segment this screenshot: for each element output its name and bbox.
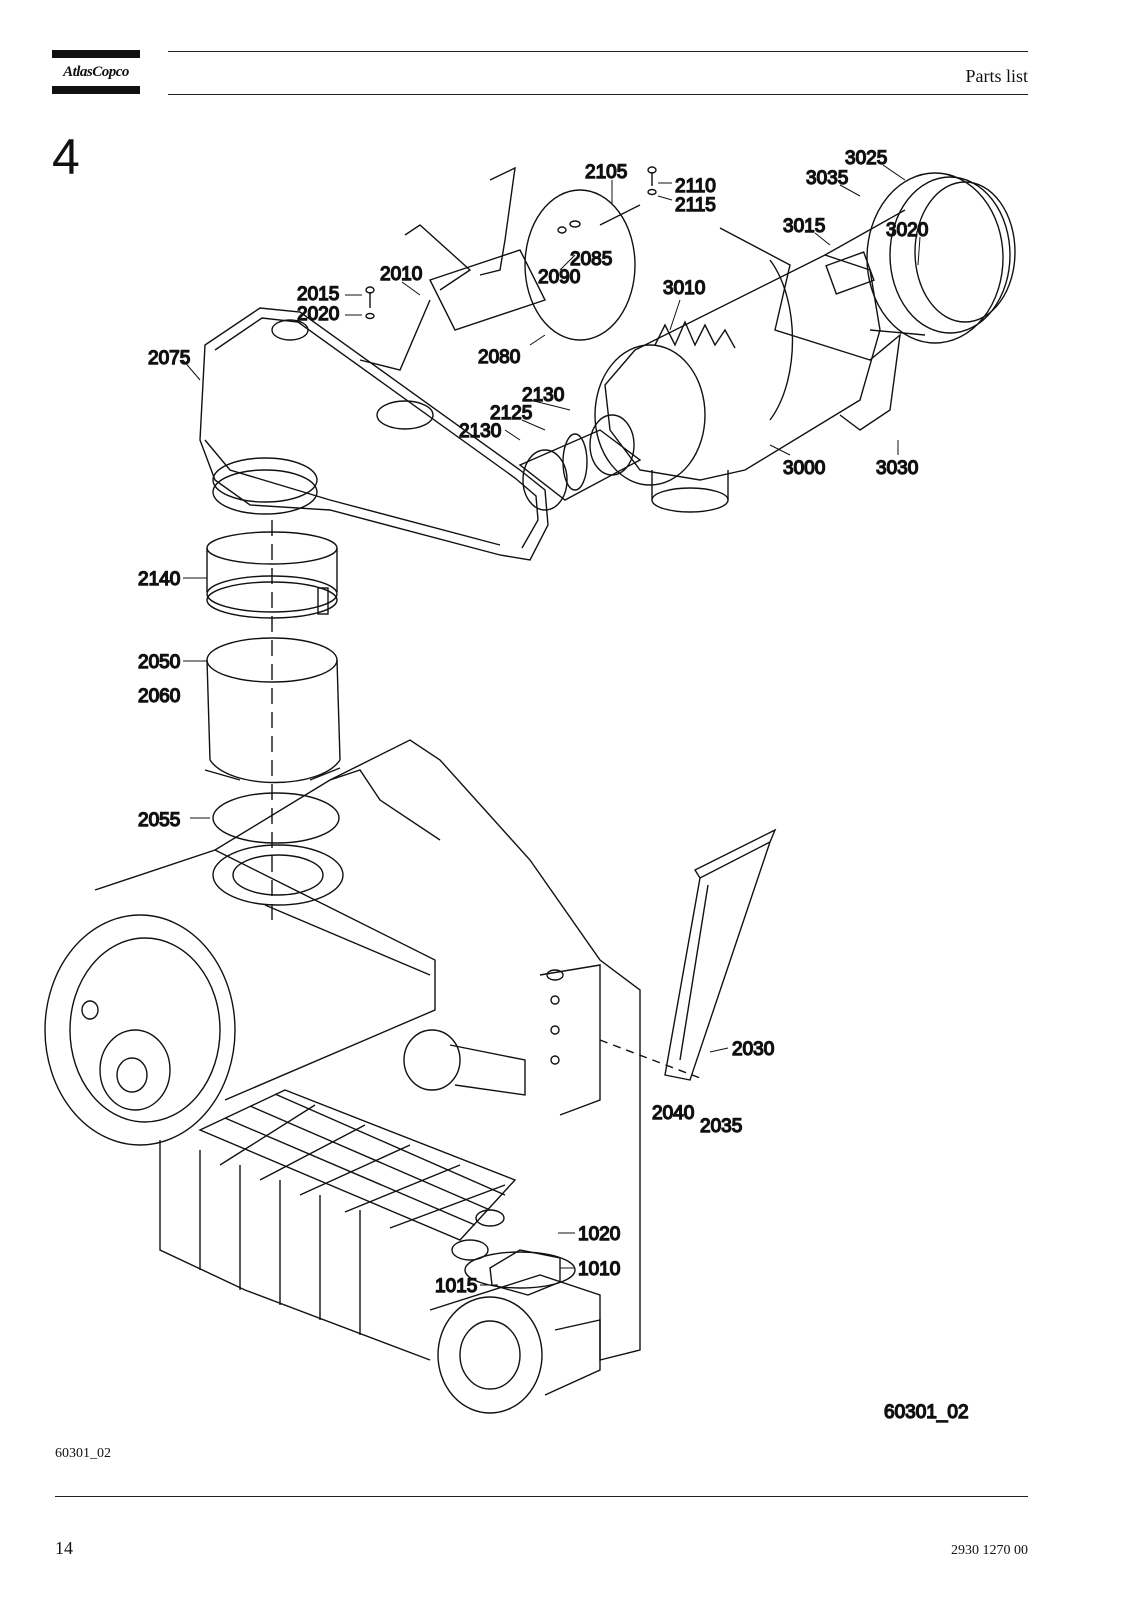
- callout-2040: 2040: [652, 1103, 694, 1124]
- figure-caption: 60301_02: [55, 1446, 111, 1461]
- hose-clamp: [206, 531, 338, 619]
- callout-2130-upper: 2130: [522, 385, 564, 406]
- callout-1020: 1020: [578, 1224, 620, 1245]
- deflector-axis: [599, 1039, 701, 1079]
- callout-2020: 2020: [297, 304, 339, 325]
- air-filter-housing: [518, 172, 1016, 513]
- callout-2115: 2115: [675, 195, 716, 216]
- callout-2085: 2085: [570, 249, 612, 270]
- callout-3030: 3030: [876, 458, 918, 479]
- callout-2125: 2125: [490, 403, 532, 424]
- callout-2060: 2060: [138, 686, 180, 707]
- section-number: 4: [52, 129, 80, 185]
- callout-2110: 2110: [675, 176, 716, 197]
- footer-rule: [55, 1496, 1028, 1497]
- page-number: 14: [55, 1538, 73, 1558]
- callout-2140: 2140: [138, 569, 180, 590]
- deflector-plate: [664, 828, 777, 1081]
- leader-lines: [182, 164, 921, 1286]
- logo-wordmark: AtlasCopco: [63, 64, 129, 80]
- compressor-element: [44, 739, 641, 1361]
- callout-3015: 3015: [783, 216, 825, 237]
- figure-reference: 60301_02: [884, 1402, 969, 1423]
- support-bracket: [359, 166, 641, 371]
- document-number: 2930 1270 00: [951, 1543, 1028, 1558]
- callout-3025: 3025: [845, 148, 887, 169]
- callout-2035: 2035: [700, 1116, 742, 1137]
- air-intake-duct: [199, 307, 549, 561]
- logo-bar-top: [52, 50, 140, 58]
- callout-2050: 2050: [138, 652, 180, 673]
- callout-1010: 1010: [578, 1259, 620, 1280]
- callout-2055: 2055: [138, 810, 180, 831]
- outlet-flange: [429, 1251, 601, 1414]
- page-title: Parts list: [965, 66, 1028, 86]
- connecting-tube: [204, 637, 341, 784]
- gasket: [212, 792, 340, 844]
- callout-1015: 1015: [435, 1276, 477, 1297]
- callout-labels: 2105 2110 2115 3025 3035 3015 3020 2085 …: [137, 147, 969, 1423]
- header-rule-top: [168, 51, 1028, 52]
- callout-2090: 2090: [538, 267, 580, 288]
- callout-2105: 2105: [585, 162, 627, 183]
- callout-3000: 3000: [783, 458, 825, 479]
- callout-3035: 3035: [806, 168, 848, 189]
- atlas-copco-logo: AtlasCopco: [52, 50, 140, 94]
- callout-2015: 2015: [297, 284, 339, 305]
- cooling-grid: [159, 1089, 517, 1361]
- header-rule-bottom: [168, 94, 1028, 95]
- fasteners: [365, 166, 657, 320]
- callout-3010: 3010: [663, 278, 705, 299]
- callout-2130-lower: 2130: [459, 421, 501, 442]
- logo-bar-bottom: [52, 86, 140, 94]
- callout-2080: 2080: [478, 347, 520, 368]
- callout-2010: 2010: [380, 264, 422, 285]
- callout-2075: 2075: [148, 348, 190, 369]
- callout-2030: 2030: [732, 1039, 774, 1060]
- callout-3020: 3020: [886, 220, 928, 241]
